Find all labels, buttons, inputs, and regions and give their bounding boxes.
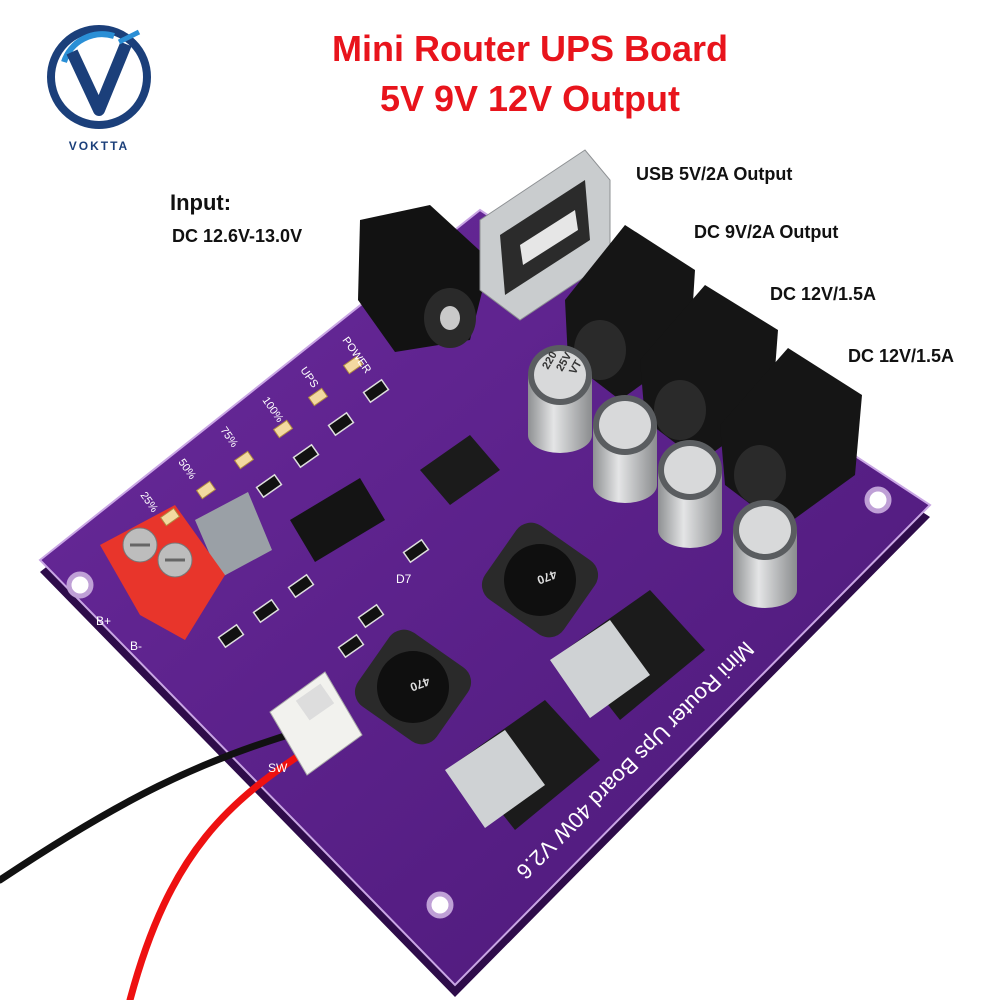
inductors bbox=[354, 522, 599, 745]
output-12v-label-2: DC 12V/1.5A bbox=[848, 346, 955, 366]
control-ic bbox=[290, 478, 385, 562]
voktta-logo-icon bbox=[47, 25, 151, 129]
switch-wires bbox=[0, 726, 319, 1000]
indicator-leds bbox=[159, 355, 364, 527]
smd-resistors bbox=[217, 378, 430, 659]
output-usb-label: USB 5V/2A Output bbox=[636, 164, 793, 184]
switch-connector bbox=[269, 671, 363, 776]
silk-d7: D7 bbox=[396, 572, 412, 586]
regulator-chips bbox=[420, 435, 705, 830]
mounting-holes bbox=[66, 486, 892, 919]
silk-b-minus: B- bbox=[130, 639, 142, 653]
battery-terminal-block bbox=[100, 505, 225, 640]
input-dc-jack bbox=[358, 205, 490, 352]
capacitors bbox=[528, 345, 797, 608]
inductor-marking-1: 470 bbox=[535, 567, 559, 587]
product-title: Mini Router UPS Board bbox=[331, 28, 729, 69]
brand-name: VOKTTA bbox=[68, 139, 130, 153]
thermal-pad bbox=[195, 492, 272, 578]
output-dc-jacks bbox=[565, 225, 862, 528]
output-12v-label-1: DC 12V/1.5A bbox=[770, 284, 877, 304]
silk-sw: SW bbox=[268, 761, 288, 775]
input-range: DC 12.6V-13.0V bbox=[172, 226, 303, 246]
brand-logo: VOKTTA bbox=[44, 22, 154, 153]
inductor-marking-2: 470 bbox=[408, 674, 432, 694]
output-9v-label: DC 9V/2A Output bbox=[694, 222, 839, 242]
usb-port bbox=[479, 149, 611, 321]
product-subtitle: 5V 9V 12V Output bbox=[379, 78, 681, 119]
input-heading: Input: bbox=[170, 190, 232, 215]
silk-b-plus: B+ bbox=[96, 614, 111, 628]
